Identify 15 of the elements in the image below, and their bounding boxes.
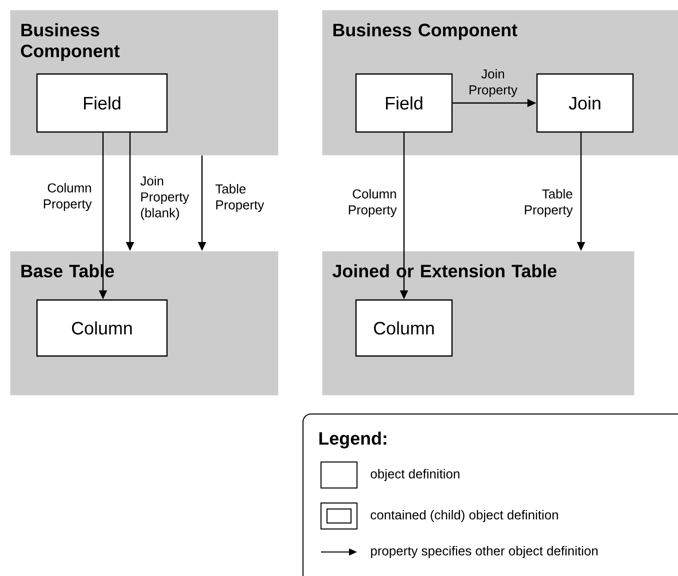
edge-label: Join Property (blank) — [140, 176, 190, 220]
edge-label: Table Property — [524, 188, 573, 217]
legend-title: Legend: — [319, 432, 386, 448]
edge-label: Table Property — [216, 184, 264, 212]
edge-label: Column Property — [348, 188, 397, 217]
object-box: Column — [36, 299, 168, 357]
object-box: Column — [355, 299, 453, 357]
legend-text: property specifies other object definition — [371, 546, 598, 558]
object-box: Join — [536, 73, 634, 133]
object-box: Field — [355, 73, 453, 133]
edge-label: Column Property — [44, 182, 92, 211]
edge-label: Join Property — [470, 68, 518, 97]
legend-text: contained (child) object definition — [370, 510, 558, 522]
legend-text: object definition — [370, 468, 460, 482]
object-box: Field — [36, 73, 168, 133]
